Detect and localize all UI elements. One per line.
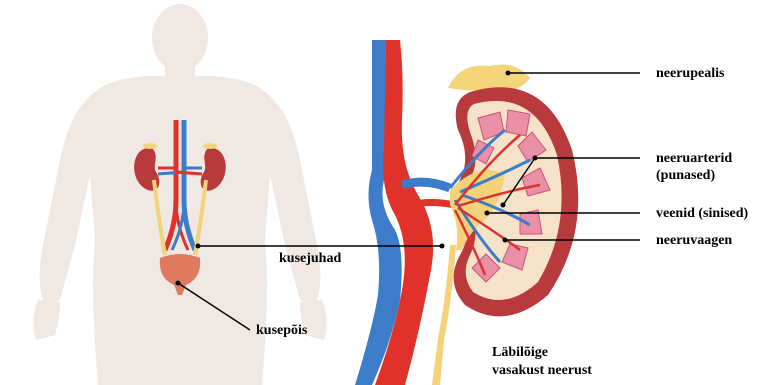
label-veenid: veenid (sinised) (656, 205, 748, 222)
label-neeruvaagen: neeruvaagen (656, 232, 732, 249)
kidney-cross-section (432, 65, 578, 385)
label-kusejuhad: kusejuhad (279, 250, 341, 267)
label-neeruarterid-sub: (punased) (656, 167, 715, 184)
caption-line-2: vasakust neerust (492, 362, 592, 379)
caption-line-1: Läbilõige (492, 344, 548, 361)
label-neerupealis: neerupealis (656, 65, 724, 82)
ureter-large (432, 245, 456, 385)
adrenal-gland (448, 65, 530, 91)
label-kusepois: kusepõis (256, 322, 307, 339)
label-neeruarterid: neeruarterid (656, 150, 732, 167)
